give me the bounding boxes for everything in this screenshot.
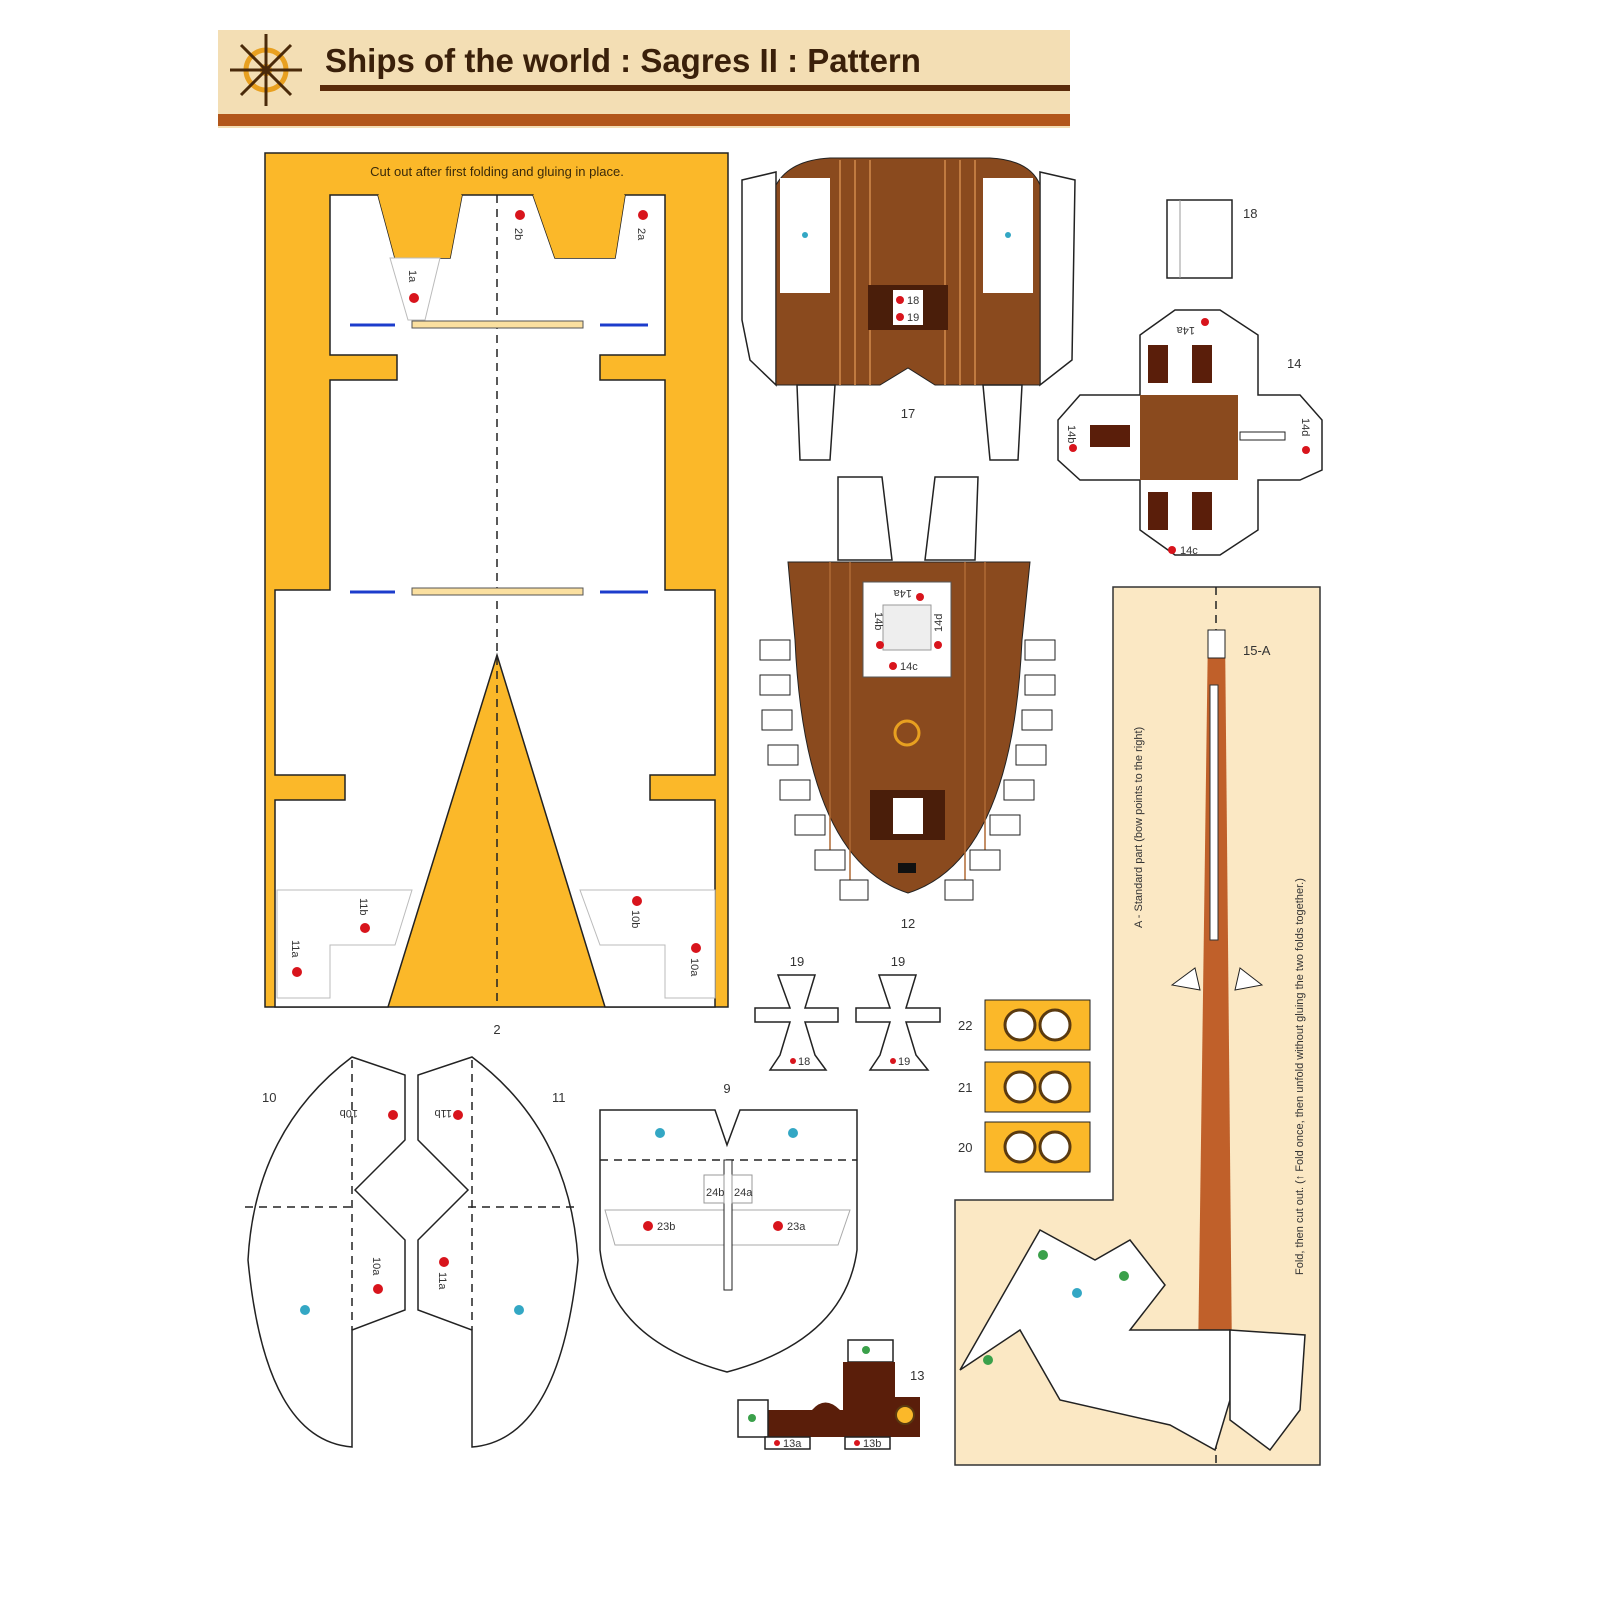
code-14c-deck: 14c <box>900 661 918 673</box>
standard-part-label: A - Standard part (bow points to the rig… <box>1133 727 1145 928</box>
part-number-20: 20 <box>958 1140 972 1155</box>
page-title: Ships of the world : Sagres II : Pattern <box>325 42 921 79</box>
code-14d: 14d <box>1299 418 1311 436</box>
code-1a: 1a <box>406 270 418 283</box>
code-23a: 23a <box>787 1221 806 1233</box>
code-11a: 11a <box>289 940 301 958</box>
part-number-22: 22 <box>958 1018 972 1033</box>
code-24a: 24a <box>734 1187 753 1199</box>
part-2-instruction: Cut out after first folding and gluing i… <box>370 164 624 179</box>
header: Ships of the world : Sagres II : Pattern <box>218 30 1070 128</box>
part-18: 18 <box>1166 199 1257 279</box>
parts-20-22: 22 21 20 <box>958 999 1091 1173</box>
part-number-12: 12 <box>901 916 915 931</box>
part-11: 11b 11a 11 <box>417 1056 580 1448</box>
code-23b: 23b <box>657 1221 675 1233</box>
part-number-21: 21 <box>958 1080 972 1095</box>
code-19-part19: 19 <box>898 1056 910 1068</box>
part-number-17: 17 <box>901 406 915 421</box>
part-number-10: 10 <box>262 1090 276 1105</box>
code-18: 18 <box>907 295 919 307</box>
part-9: 24b 24a 23b 23a 9 <box>599 1081 858 1373</box>
fold-arrows <box>350 323 648 594</box>
code-14b: 14b <box>1065 425 1077 443</box>
part-number-19a: 19 <box>790 954 804 969</box>
part-number-14: 14 <box>1287 356 1301 371</box>
part-14: 14a 14b 14c 14d 14 <box>1057 309 1323 557</box>
code-19: 19 <box>907 312 919 324</box>
code-14a-deck: 14a <box>893 587 912 599</box>
code-24b: 24b <box>706 1187 724 1199</box>
part-number-18: 18 <box>1243 206 1257 221</box>
code-11a-part11: 11a <box>436 1272 448 1290</box>
fold-note: Fold, then cut out. (↑ Fold once, then u… <box>1294 878 1306 1275</box>
helm-wheel-icon <box>893 719 921 747</box>
part-number-13: 13 <box>910 1368 924 1383</box>
part-17: 18 19 17 <box>741 157 1076 461</box>
part-2: Cut out after first folding and gluing i… <box>264 152 729 1037</box>
part-19-right: 19 19 <box>855 954 941 1071</box>
code-18-part19: 18 <box>798 1056 810 1068</box>
code-14a: 14a <box>1176 324 1195 336</box>
part-number-9: 9 <box>723 1081 730 1096</box>
code-10a-part10: 10a <box>370 1257 382 1276</box>
part-number-19b: 19 <box>891 954 905 969</box>
part-15: 15-A A - Standard part (bow points to th… <box>954 586 1321 1466</box>
part-12: 14a 14b 14d 14c 12 <box>759 476 1056 931</box>
code-11b: 11b <box>357 898 369 916</box>
code-14c: 14c <box>1180 545 1198 557</box>
code-11b-part11: 11b <box>434 1107 452 1119</box>
part-19-left: 19 18 <box>754 954 839 1071</box>
part-number-2: 2 <box>493 1022 500 1037</box>
code-10b-part10: 10b <box>340 1107 358 1119</box>
part-number-15a: 15-A <box>1243 643 1271 658</box>
code-2a: 2a <box>635 228 647 241</box>
code-13b: 13b <box>863 1438 881 1450</box>
code-2b: 2b <box>512 228 524 240</box>
code-10b: 10b <box>629 910 641 928</box>
part-10: 10b 10a 10 <box>245 1056 406 1448</box>
ship-wheel-icon <box>230 34 302 106</box>
part-13: 13a 13b 13 <box>737 1339 924 1450</box>
code-14d-deck: 14d <box>933 614 945 632</box>
code-10a: 10a <box>688 958 700 977</box>
part-number-11: 11 <box>552 1090 566 1105</box>
code-13a: 13a <box>783 1438 802 1450</box>
code-14b-deck: 14b <box>872 612 884 630</box>
